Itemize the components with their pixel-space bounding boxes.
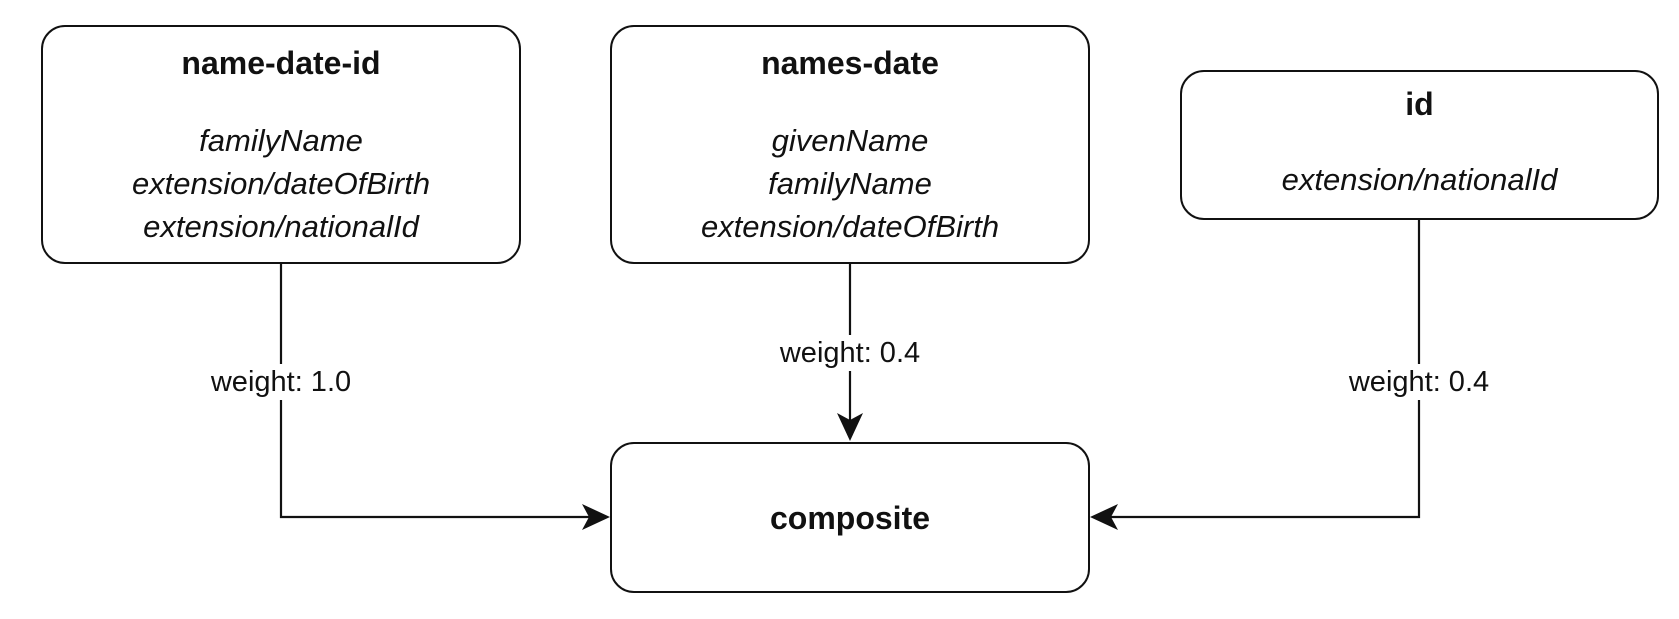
arrowhead-top [837, 413, 863, 441]
connector-id-to-composite [1094, 220, 1421, 519]
arrowhead-left [582, 504, 610, 530]
field-nationalId: extension/nationalId [1281, 162, 1558, 197]
node-id: id extension/nationalId [1180, 70, 1659, 220]
field-givenName: givenName [771, 123, 929, 158]
edge-label-names-date: weight: 0.4 [777, 335, 923, 371]
node-title: composite [769, 499, 931, 536]
node-fields: familyName extension/dateOfBirth extensi… [132, 119, 430, 248]
field-dateOfBirth: extension/dateOfBirth [700, 209, 1000, 244]
field-dateOfBirth: extension/dateOfBirth [131, 166, 431, 201]
node-name-date-id: name-date-id familyName extension/dateOf… [41, 25, 521, 264]
node-title: names-date [761, 45, 939, 81]
node-fields: extension/nationalId [1282, 158, 1558, 201]
edge-label-name-date-id: weight: 1.0 [208, 364, 354, 400]
edge-label-id: weight: 0.4 [1346, 364, 1492, 400]
field-familyName: familyName [768, 166, 932, 201]
node-title: name-date-id [181, 45, 381, 81]
node-title: id [1405, 86, 1434, 122]
arrowhead-right [1090, 504, 1118, 530]
field-familyName: familyName [199, 123, 363, 158]
field-nationalId: extension/nationalId [143, 209, 419, 244]
node-fields: givenName familyName extension/dateOfBir… [701, 119, 999, 248]
connector-name-date-id-to-composite [279, 264, 606, 519]
node-names-date: names-date givenName familyName extensio… [610, 25, 1090, 264]
node-composite: composite [610, 442, 1090, 593]
